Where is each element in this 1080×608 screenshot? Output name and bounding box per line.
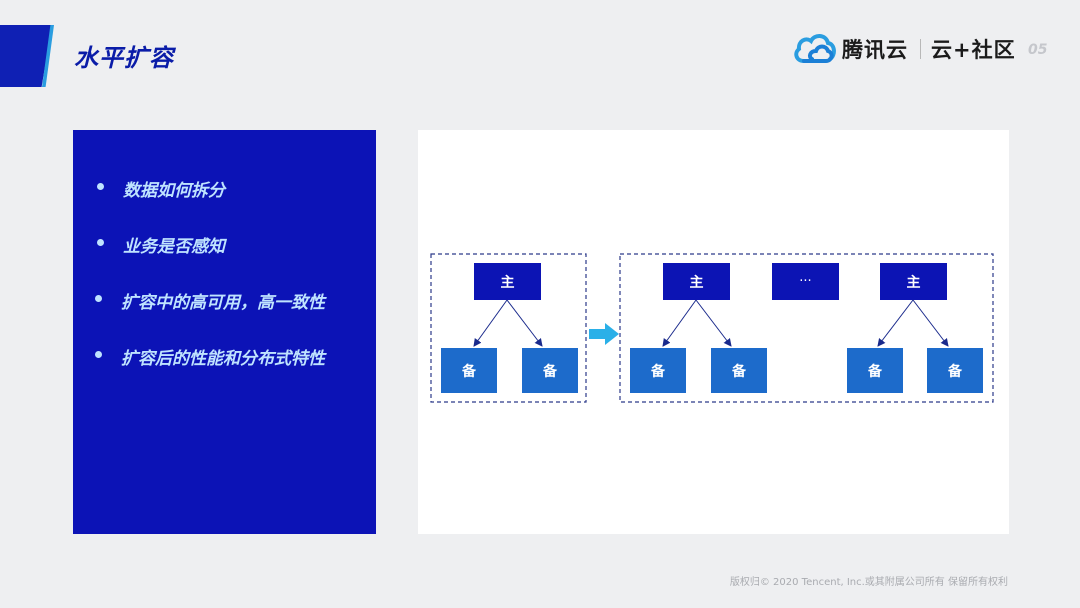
backup-node: 备	[522, 348, 578, 393]
bullet-item: 业务是否感知	[97, 232, 327, 288]
backup-node-label: 备	[731, 363, 747, 380]
bullet-item: 扩容中的高可用，高一致性	[95, 288, 325, 344]
copyright-footer: 版权归© 2020 Tencent, Inc.或其附属公司所有 保留所有权利	[729, 577, 1008, 588]
backup-node-label: 备	[461, 363, 477, 380]
after-group-border	[619, 253, 994, 403]
tencent-cloud-logo: 腾讯云 云+社区	[792, 31, 1016, 67]
logo-divider	[920, 39, 921, 59]
backup-node-label: 备	[947, 363, 963, 380]
primary-node: 主	[474, 263, 541, 300]
primary-node: 主	[880, 263, 947, 300]
bullet-dot-icon	[95, 295, 102, 302]
backup-node-label: 备	[650, 363, 666, 380]
ellipsis-node: ···	[772, 263, 839, 300]
diagram-panel: 主 备 备 主	[418, 130, 1009, 534]
backup-node: 备	[927, 348, 983, 393]
backup-node: 备	[630, 348, 686, 393]
before-group-border	[430, 253, 587, 403]
bullet-list: 数据如何拆分 业务是否感知 扩容中的高可用，高一致性 扩容后的性能和分布式特性	[95, 176, 327, 400]
cloud-logo-icon	[794, 34, 836, 63]
backup-node-label: 备	[542, 363, 558, 380]
primary-node-label: 主	[907, 274, 921, 291]
primary-node-label: 主	[690, 274, 704, 291]
bullet-item: 扩容后的性能和分布式特性	[95, 344, 325, 400]
page-title: 水平扩容	[74, 44, 174, 72]
bullet-dot-icon	[95, 351, 102, 358]
ellipsis-node-label: ···	[799, 274, 811, 289]
bullet-dot-icon	[97, 183, 104, 190]
title-bar-decoration	[0, 25, 52, 87]
backup-node: 备	[711, 348, 767, 393]
bullet-text: 扩容中的高可用，高一致性	[121, 293, 325, 313]
backup-node: 备	[847, 348, 903, 393]
bullet-item: 数据如何拆分	[97, 176, 327, 232]
primary-node: 主	[663, 263, 730, 300]
bullet-text: 扩容后的性能和分布式特性	[121, 349, 325, 369]
backup-node: 备	[441, 348, 497, 393]
transition-arrow-icon	[589, 323, 619, 345]
topics-panel: 数据如何拆分 业务是否感知 扩容中的高可用，高一致性 扩容后的性能和分布式特性	[73, 130, 376, 534]
bullet-text: 数据如何拆分	[123, 181, 225, 201]
backup-node-label: 备	[867, 363, 883, 380]
logo-brand-text: 腾讯云	[842, 38, 908, 62]
sharding-diagram: 主 备 备 主	[430, 253, 994, 403]
primary-node-label: 主	[501, 274, 515, 291]
page-number: 05	[1028, 42, 1048, 58]
logo-community-text: 云+社区	[931, 38, 1016, 62]
bullet-text: 业务是否感知	[123, 237, 225, 257]
bullet-dot-icon	[97, 239, 104, 246]
